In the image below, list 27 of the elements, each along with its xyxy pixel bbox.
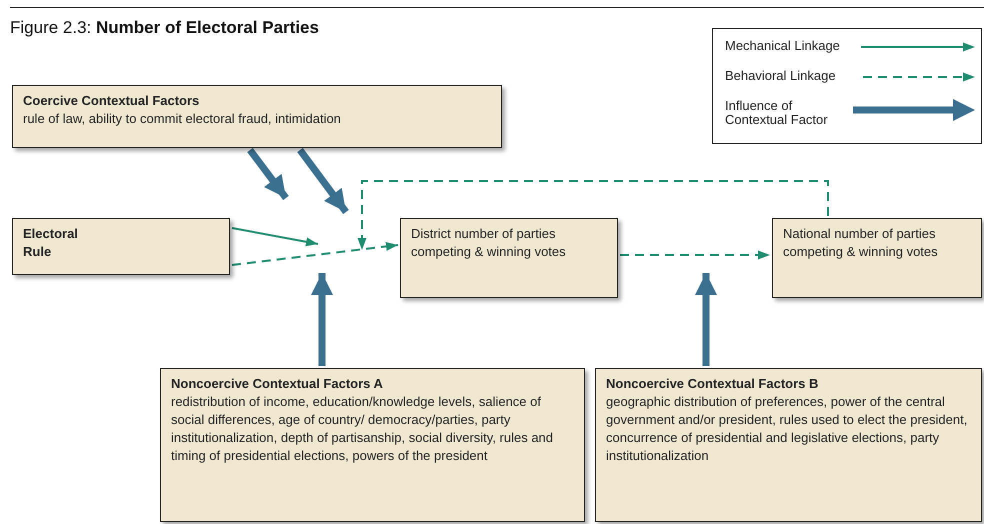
arrow — [232, 227, 318, 246]
legend-label: Mechanical Linkage — [725, 39, 840, 53]
factor-box — [12, 218, 230, 275]
factor-box — [772, 218, 982, 298]
arrow — [358, 180, 829, 250]
arrow — [297, 148, 349, 214]
box-heading: Electoral Rule — [23, 225, 79, 261]
factor-box — [400, 218, 618, 298]
legend-label: Influence of Contextual Factor — [725, 99, 829, 127]
box-text: redistribution of income, education/knowledge levels, salience of social differences, age of country/ democracy/parties, party institutionalization, depth of partisanship, social diversity, rules and timing of presidential elections, powers of the president — [171, 393, 554, 465]
box-text: geographic distribution of preferences, power of the central government and/or president, rules used to elect the president, concurrence of presidential and legislative elections, party institutionalization — [606, 393, 968, 465]
arrow — [232, 242, 398, 266]
arrow — [620, 250, 770, 260]
box-text: rule of law, ability to commit electoral fraud, intimidation — [23, 110, 342, 128]
box-text: District number of parties competing & winning votes — [411, 225, 567, 261]
factor-box — [160, 368, 585, 522]
legend-label: Behavioral Linkage — [725, 69, 836, 83]
arrow — [247, 148, 289, 200]
arrow — [311, 273, 333, 366]
box-text: National number of parties competing & winning votes — [783, 225, 939, 261]
factor-box — [12, 85, 502, 148]
factor-box — [595, 368, 982, 522]
figure-title: Figure 2.3: Number of Electoral Parties — [10, 18, 319, 38]
box-heading: Coercive Contextual Factors — [23, 92, 200, 110]
box-heading: Noncoercive Contextual Factors B — [606, 375, 820, 393]
box-heading: Noncoercive Contextual Factors A — [171, 375, 384, 393]
arrow — [695, 273, 717, 366]
